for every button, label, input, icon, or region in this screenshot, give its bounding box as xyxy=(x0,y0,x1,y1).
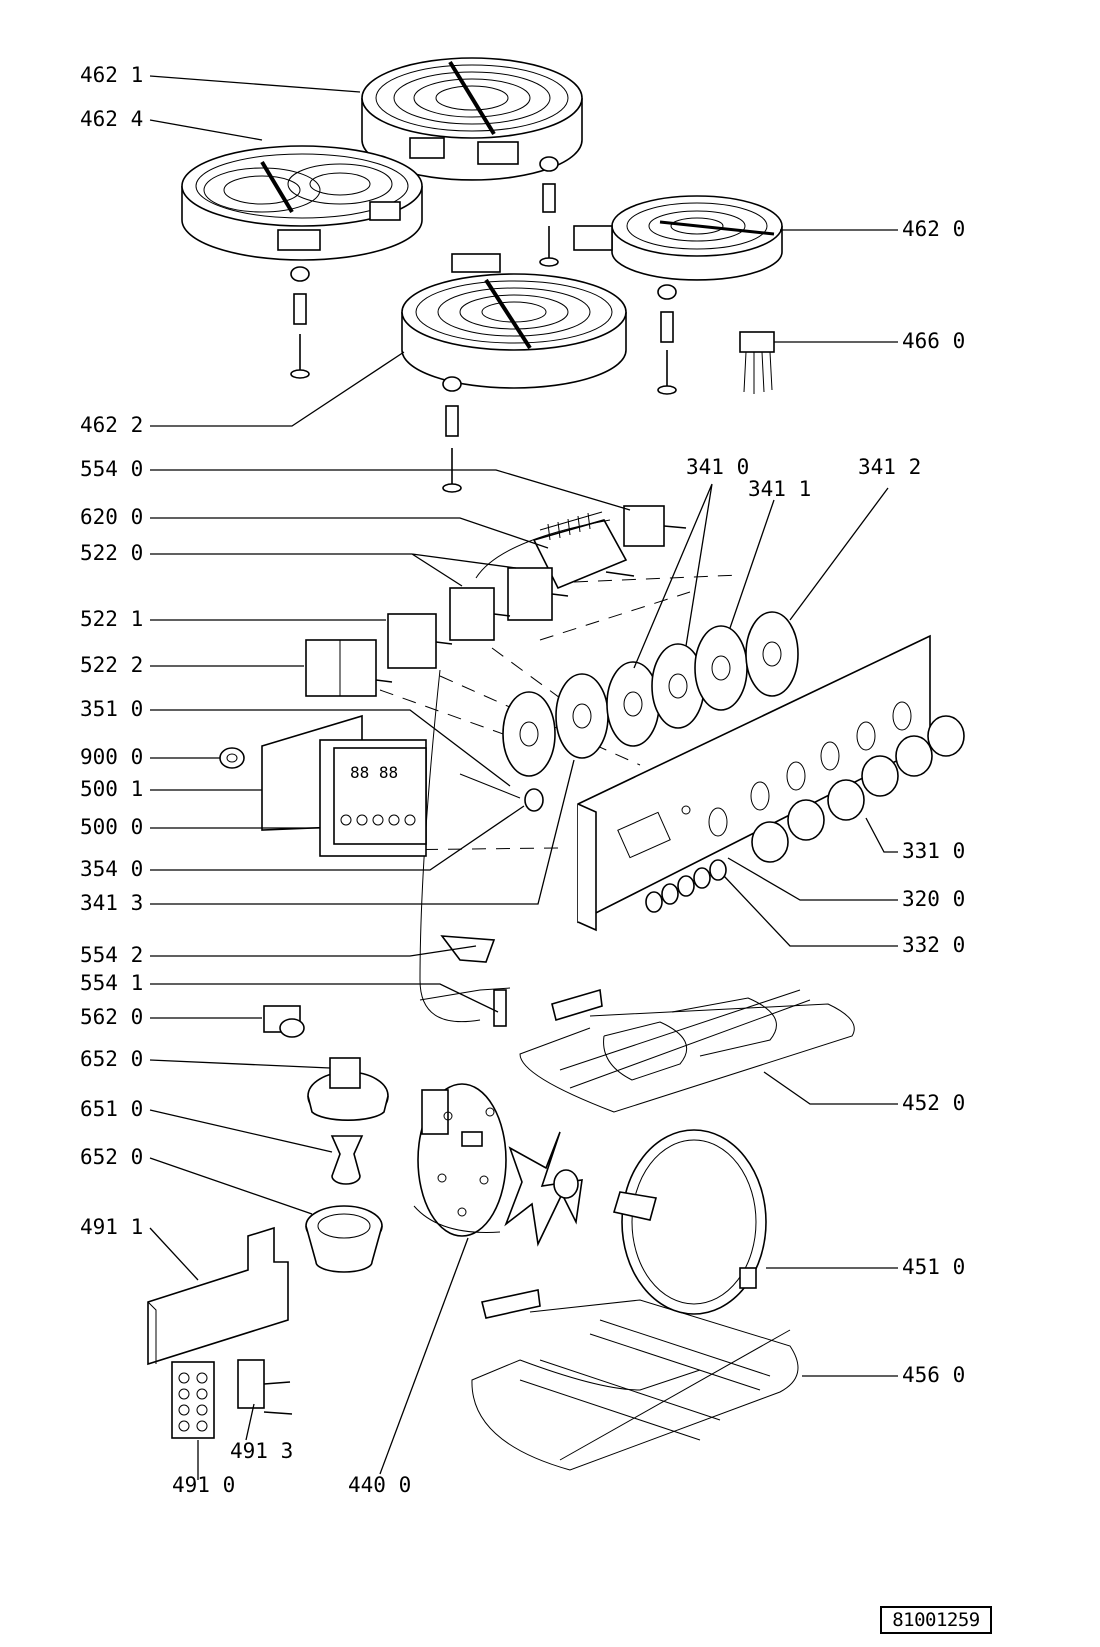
label-5220: 522 0 xyxy=(80,541,143,565)
label-3411: 341 1 xyxy=(748,477,811,501)
label-6520-a: 652 0 xyxy=(80,1047,143,1071)
label-5542: 554 2 xyxy=(80,943,143,967)
label-4400: 440 0 xyxy=(348,1473,411,1497)
energy-regulator-5220b xyxy=(449,587,511,641)
label-3413: 341 3 xyxy=(80,891,143,915)
probe-5542 xyxy=(440,935,496,963)
label-6510: 651 0 xyxy=(80,1097,143,1121)
label-3320: 332 0 xyxy=(902,933,965,957)
label-4910: 491 0 xyxy=(172,1473,235,1497)
screw-stack-1 xyxy=(539,156,559,267)
control-knobs xyxy=(751,715,965,863)
part-labels: 462 1 462 4 462 0 466 0 462 2 554 0 620 … xyxy=(80,63,965,1497)
hotplate-4624 xyxy=(181,145,423,261)
label-4520: 452 0 xyxy=(902,1091,965,1115)
label-4560: 456 0 xyxy=(902,1363,965,1387)
label-5222: 522 2 xyxy=(80,653,143,677)
grommet-9000 xyxy=(219,747,245,769)
lamp-cover-6520 xyxy=(305,1205,383,1273)
label-5620: 562 0 xyxy=(80,1005,143,1029)
label-4911: 491 1 xyxy=(80,1215,143,1239)
ring-element-4510 xyxy=(612,1129,767,1315)
label-4660: 466 0 xyxy=(902,329,965,353)
thermostat-5620 xyxy=(263,1005,305,1038)
lamp-holder-354 xyxy=(459,773,544,812)
clamp-4913 xyxy=(237,1359,293,1415)
label-3540: 354 0 xyxy=(80,857,143,881)
bottom-element-4560 xyxy=(471,1289,799,1471)
label-3510: 351 0 xyxy=(80,697,143,721)
hotplate-4620 xyxy=(573,195,783,281)
screw-stack-2 xyxy=(290,266,310,379)
hotplate-4621 xyxy=(361,57,583,181)
hotplate-4622 xyxy=(401,253,627,389)
label-6200: 620 0 xyxy=(80,505,143,529)
label-5541: 554 1 xyxy=(80,971,143,995)
label-5000: 500 0 xyxy=(80,815,143,839)
energy-regulator-5221 xyxy=(387,613,453,669)
push-buttons xyxy=(645,859,727,913)
lamp-socket-6520 xyxy=(307,1057,389,1121)
timer-display-digits: 88 88 xyxy=(350,763,398,782)
label-3310: 331 0 xyxy=(902,839,965,863)
energy-regulator-5220a xyxy=(507,567,569,621)
label-3412: 341 2 xyxy=(858,455,921,479)
screw-stack-3 xyxy=(657,284,677,395)
switch-5540 xyxy=(623,505,687,547)
label-4622: 462 2 xyxy=(80,413,143,437)
probe-5541 xyxy=(419,987,511,1027)
fan-motor-4400 xyxy=(413,1083,583,1247)
bracket-4911 xyxy=(147,1226,289,1366)
energy-regulator-5222 xyxy=(305,639,393,697)
label-5221: 522 1 xyxy=(80,607,143,631)
leader-lines xyxy=(149,75,898,1480)
label-4620: 462 0 xyxy=(902,217,965,241)
label-4621: 462 1 xyxy=(80,63,143,87)
label-3410: 341 0 xyxy=(686,455,749,479)
screw-stack-4 xyxy=(442,376,462,493)
label-5540: 554 0 xyxy=(80,457,143,481)
timer-module-5000: 88 88 xyxy=(261,714,427,857)
label-4913: 491 3 xyxy=(230,1439,293,1463)
grill-element-4520 xyxy=(519,988,855,1113)
label-6520-b: 652 0 xyxy=(80,1145,143,1169)
bezel-discs xyxy=(502,611,799,777)
label-4624: 462 4 xyxy=(80,107,143,131)
label-3200: 320 0 xyxy=(902,887,965,911)
label-9000: 900 0 xyxy=(80,745,143,769)
terminal-block-4910 xyxy=(171,1361,215,1439)
lamp-bulb-6510 xyxy=(330,1135,364,1185)
label-4510: 451 0 xyxy=(902,1255,965,1279)
document-number-box: 81001259 xyxy=(880,1606,992,1634)
label-5001: 500 1 xyxy=(80,777,143,801)
terminal-connector-4660 xyxy=(739,331,775,394)
